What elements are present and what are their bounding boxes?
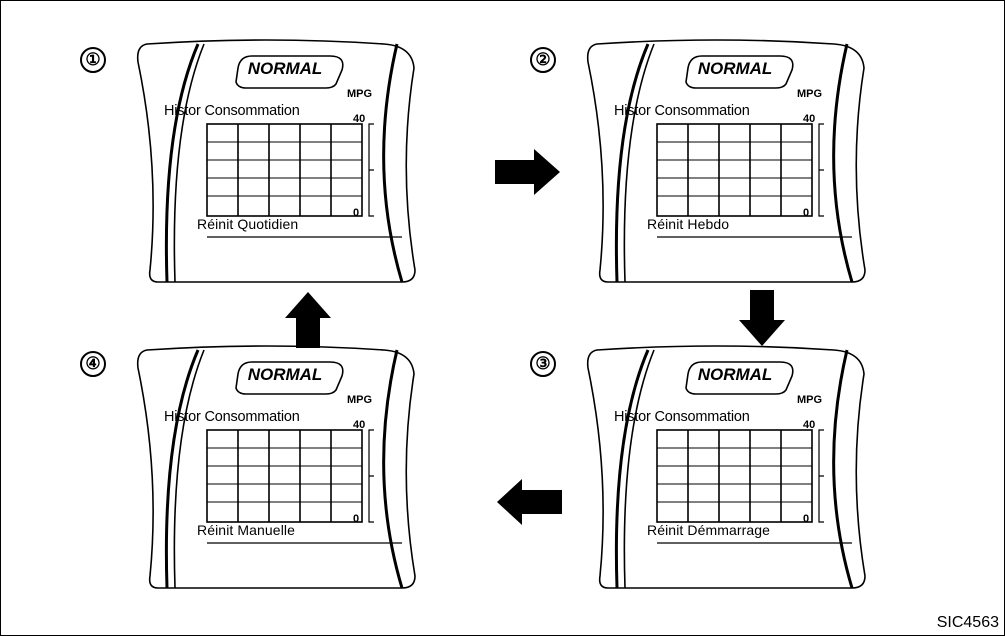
y-max-label: 40 (803, 419, 816, 431)
unit-label: MPG (797, 394, 823, 406)
arrow-right-icon (495, 149, 560, 195)
history-grid (206, 123, 363, 217)
history-grid (206, 429, 363, 523)
screen-outline (136, 345, 416, 589)
step-number-1: ① (80, 47, 106, 73)
badge-frame (685, 361, 794, 395)
right-trim-line (382, 43, 404, 283)
unit-label: MPG (797, 88, 823, 100)
unit-label: MPG (347, 88, 373, 100)
arrow-up-icon (285, 292, 331, 348)
screen-outline (586, 39, 866, 283)
figure-code: SIC4563 (936, 614, 999, 631)
history-grid (656, 123, 813, 217)
arrow-down-icon (739, 290, 785, 346)
y-axis-bracket (818, 123, 824, 217)
grid-vertical-lines (687, 124, 782, 216)
screen-bezel (136, 39, 416, 283)
left-trim-line-outer (164, 349, 200, 589)
history-label: Histor Consommation (614, 409, 750, 425)
screen-bezel (136, 345, 416, 589)
badge-frame (685, 55, 794, 89)
left-trim-line-outer (164, 43, 200, 283)
y-min-label: 0 (353, 513, 360, 525)
y-min-label: 0 (803, 513, 810, 525)
reset-mode-label: Réinit Quotidien (197, 216, 299, 232)
y-min-label: 0 (803, 207, 810, 219)
screen-bezel (586, 345, 866, 589)
step-number-3: ③ (530, 351, 556, 377)
y-axis-bracket (368, 429, 374, 523)
screen-bezel (586, 39, 866, 283)
reset-mode-label: Réinit Démmarrage (647, 522, 771, 538)
y-axis-bracket (818, 429, 824, 523)
right-trim-line (382, 349, 404, 589)
y-max-label: 40 (353, 113, 366, 125)
display-screen-3: NORMAL MPG Histor Consommation 40 0 Réin… (562, 344, 872, 594)
history-label: Histor Consommation (614, 103, 750, 119)
left-trim-line-inner (623, 349, 655, 589)
badge-frame (235, 361, 344, 395)
badge-frame (235, 55, 344, 89)
step-number-2: ② (530, 47, 556, 73)
left-trim-line-inner (623, 43, 655, 283)
screen-outline (136, 39, 416, 283)
y-min-label: 0 (353, 207, 360, 219)
arrow-left-icon (497, 479, 562, 525)
left-trim-line-outer (614, 43, 650, 283)
normal-badge: NORMAL (247, 59, 323, 78)
reset-mode-label: Réinit Manuelle (197, 522, 295, 538)
y-axis-bracket (368, 123, 374, 217)
normal-badge: NORMAL (697, 59, 773, 78)
grid-vertical-lines (237, 430, 332, 522)
grid-horizontal-lines (657, 141, 812, 197)
grid-vertical-lines (237, 124, 332, 216)
y-max-label: 40 (353, 419, 366, 431)
grid-horizontal-lines (207, 447, 362, 503)
grid-vertical-lines (687, 430, 782, 522)
history-grid (656, 429, 813, 523)
right-trim-line (832, 43, 854, 283)
grid-horizontal-lines (207, 141, 362, 197)
display-screen-4: NORMAL MPG Histor Consommation 40 0 Réin… (112, 344, 422, 594)
screen-outline (586, 345, 866, 589)
grid-horizontal-lines (657, 447, 812, 503)
display-screen-2: NORMAL MPG Histor Consommation 40 0 Réin… (562, 38, 872, 288)
display-screen-1: NORMAL MPG Histor Consommation 40 0 Réin… (112, 38, 422, 288)
step-number-4: ④ (80, 351, 106, 377)
history-label: Histor Consommation (164, 103, 300, 119)
left-trim-line-outer (614, 349, 650, 589)
normal-badge: NORMAL (697, 365, 773, 384)
history-label: Histor Consommation (164, 409, 300, 425)
left-trim-line-inner (173, 349, 205, 589)
unit-label: MPG (347, 394, 373, 406)
y-max-label: 40 (803, 113, 816, 125)
right-trim-line (832, 349, 854, 589)
left-trim-line-inner (173, 43, 205, 283)
normal-badge: NORMAL (247, 365, 323, 384)
reset-mode-label: Réinit Hebdo (647, 216, 730, 232)
